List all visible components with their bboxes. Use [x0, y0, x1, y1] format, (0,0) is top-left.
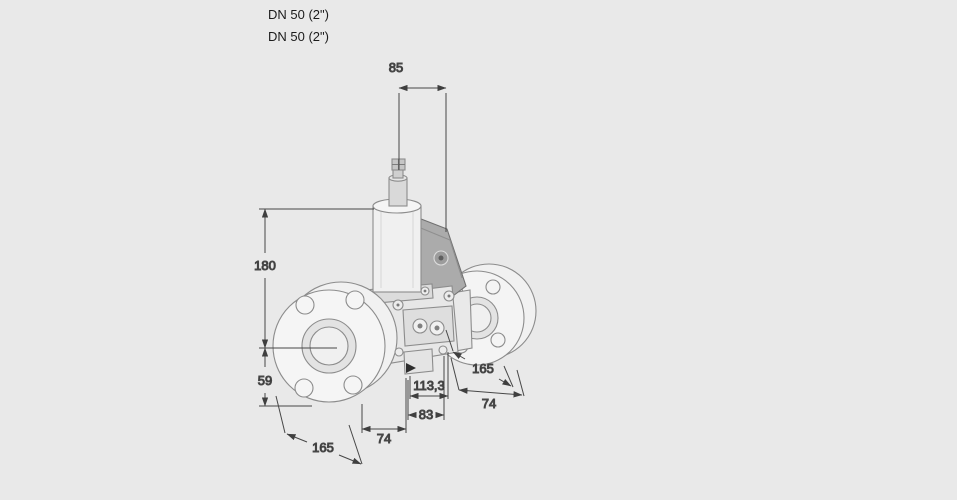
- dim-left-face-to-axis: 74: [361, 378, 407, 447]
- flow-direction-arrow: [406, 363, 416, 373]
- valve-parts-group: [272, 158, 537, 403]
- ext-line: [275, 395, 286, 434]
- dim-center-to-bottom: 59: [257, 347, 312, 407]
- dim-line: [452, 351, 466, 360]
- dim-right-flange-diameter: 165: [445, 329, 514, 388]
- ext-line: [348, 424, 363, 465]
- dim-label-right-flange-diameter: 165: [472, 361, 494, 376]
- dim-label-face-to-coil-axis: 113,3: [413, 378, 445, 393]
- left-flange-bore-inner: [309, 326, 349, 366]
- pressure-tap-center: [417, 323, 423, 329]
- bolt-hole: [343, 375, 363, 395]
- coil-edge-line: [410, 223, 463, 279]
- dim-label-center-to-top: 180: [254, 258, 276, 273]
- dim-label-port-spacing: 83: [419, 407, 433, 422]
- valve-neck: [388, 177, 408, 207]
- dim-right-flange-depth: 74: [450, 357, 525, 412]
- dim-actuator-width: 85: [388, 60, 447, 232]
- ext-line: [503, 365, 514, 388]
- valve-body-block: [402, 305, 455, 347]
- dim-face-to-coil-axis: 113,3: [409, 352, 449, 400]
- dim-line: [286, 433, 308, 443]
- nominal-size-label-1: DN 50 (2"): [268, 7, 329, 22]
- coil-indicator-dot: [438, 255, 444, 261]
- bolt: [438, 345, 448, 355]
- bolt-hole: [294, 378, 314, 398]
- ext-line: [445, 329, 454, 352]
- dim-port-spacing: 83: [407, 356, 445, 423]
- bolt: [394, 347, 404, 357]
- bolt-center: [396, 303, 400, 307]
- bolt-center: [447, 294, 451, 298]
- bolt-hole: [490, 332, 506, 348]
- dim-center-to-top: 180: [254, 208, 374, 349]
- dim-label-right-flange-depth: 74: [482, 396, 496, 411]
- pressure-tap-center: [434, 325, 440, 331]
- bolt-hole: [295, 295, 315, 315]
- dim-label-center-to-bottom: 59: [258, 373, 272, 388]
- ext-line: [516, 369, 525, 397]
- dimension-annotations: 85 180 59 1: [254, 60, 525, 465]
- dim-line: [338, 454, 362, 465]
- dim-label-left-flange-diameter: 165: [312, 440, 334, 455]
- bolt-center: [423, 289, 427, 293]
- ext-line: [450, 357, 460, 391]
- dim-left-flange-diameter: 165: [275, 395, 363, 465]
- nominal-size-label-2: DN 50 (2"): [268, 29, 329, 44]
- actuator-cylinder: [372, 205, 422, 293]
- dim-line: [458, 387, 523, 398]
- dim-line: [498, 378, 512, 387]
- bolt-hole: [345, 290, 365, 310]
- bolt-hole: [485, 279, 501, 295]
- dim-label-actuator-width: 85: [389, 60, 403, 75]
- dim-label-left-face-to-axis: 74: [377, 431, 391, 446]
